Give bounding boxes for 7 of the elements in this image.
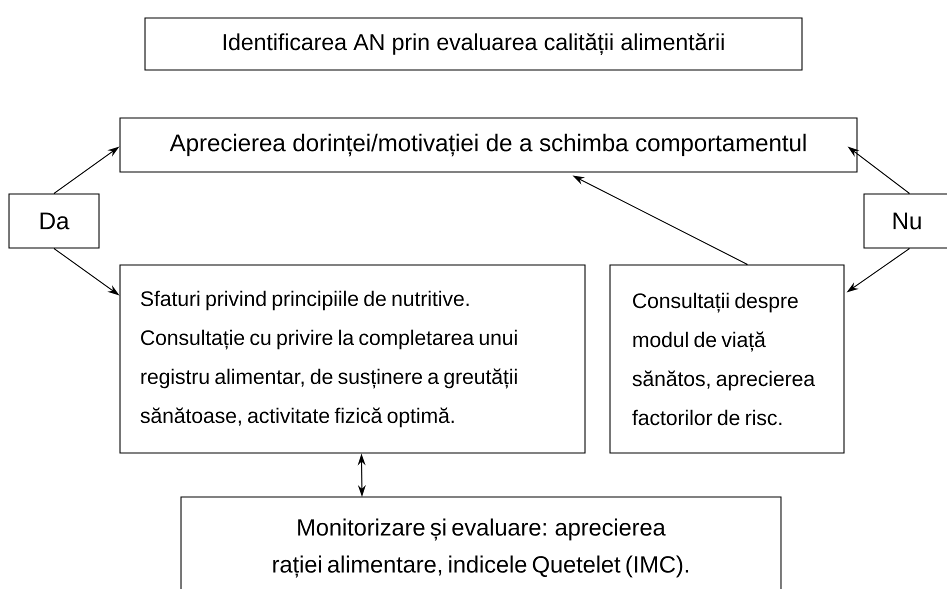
process-box: Identificarea AN prin evaluarea calității alimentării (144, 17, 803, 71)
process-box: Consultații despre modul de viață sănătos, aprecierea factorilor de risc. (609, 264, 845, 454)
process-box: Monitorizare și evaluare: aprecierea rației alimentare, indicele Quetelet (IMC). (180, 496, 782, 589)
process-box: Da (8, 193, 100, 249)
process-box: Sfaturi privind principiile de nutritive. Consultație cu privire la completarea unui registru alimentar, de susținere a greutății sănătoase, activitate fizică optimă. (119, 264, 586, 454)
process-box: Nu (863, 193, 947, 249)
process-box: Aprecierea dorinței/motivației de a schimba comportamentul (119, 117, 858, 173)
